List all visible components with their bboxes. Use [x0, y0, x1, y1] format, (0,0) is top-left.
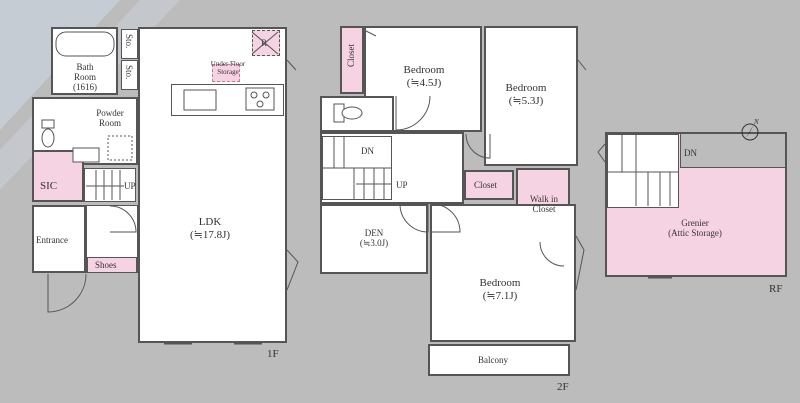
toilet-1F-icon — [41, 119, 55, 129]
bedroom-4-5-label: Bedroom (≒4.5J) — [403, 64, 445, 89]
closet-mid-label: Closet — [474, 180, 498, 190]
ldk-label: LDK (≒17.8J) — [189, 216, 231, 241]
floor-label-RF: RF — [769, 283, 783, 295]
bedroom-7-1 — [430, 204, 576, 342]
stair-1F-icon — [86, 170, 124, 200]
underfloor-storage-box — [212, 64, 240, 82]
compass-icon — [741, 123, 759, 141]
bedroom-5-3 — [484, 26, 578, 166]
powder-room-label: Powder Room — [96, 108, 124, 128]
sic-label: SIC — [40, 180, 58, 192]
balcony — [428, 344, 570, 376]
sic-room — [32, 150, 84, 202]
kitchen-sink-icon — [183, 89, 217, 111]
floor-label-1F: 1F — [267, 348, 279, 360]
up-label-2F: UP — [396, 180, 408, 190]
shoes-label: Shoes — [95, 260, 117, 270]
bedroom-7-1-label: Bedroom (≒7.1J) — [479, 277, 521, 302]
storage-2 — [121, 60, 138, 90]
bathtub-icon — [55, 31, 115, 57]
entrance-room — [32, 205, 86, 273]
walk-in-closet-label: Walk in Closet — [529, 194, 559, 214]
stair-RF — [607, 134, 679, 208]
entrance-door-icon — [47, 273, 87, 313]
up-label-1F: UP — [124, 181, 136, 191]
closet-mid — [464, 170, 514, 200]
entrance-label: Entrance — [36, 235, 68, 245]
closet-left — [340, 26, 364, 94]
bath-room-label: Bath Room (1616) — [73, 62, 97, 92]
compass: N — [740, 118, 764, 142]
grenier-label: Grenier (Attic Storage) — [668, 218, 722, 238]
ldk-room — [138, 27, 287, 343]
stair-RF-icon — [607, 134, 679, 206]
sink-1F-icon — [72, 147, 100, 163]
dn-label-RF: DN — [684, 148, 697, 158]
fridge-label: R — [261, 38, 268, 48]
stove-icon — [245, 87, 275, 111]
dn-label-2F: DN — [361, 146, 374, 156]
entrance-inner-door-icon — [109, 205, 137, 233]
washer-box — [107, 135, 133, 161]
den-room — [320, 204, 428, 274]
balcony-label: Balcony — [478, 355, 508, 365]
grenier-notch — [680, 134, 785, 168]
stair-2F-icon — [322, 136, 392, 200]
storage-1 — [121, 29, 138, 59]
shoes-closet — [87, 257, 137, 273]
storage-1-label: Sto. — [124, 34, 134, 49]
den-label: DEN (≒3.0J) — [359, 228, 389, 248]
storage-2-label: Sto. — [124, 65, 134, 80]
bedroom-5-3-label: Bedroom (≒5.3J) — [505, 82, 547, 107]
floor-label-2F: 2F — [557, 381, 569, 393]
compass-north-label: N — [754, 118, 759, 126]
stair-1F — [84, 168, 136, 202]
underfloor-storage-label: Under Floor Storage — [210, 60, 246, 76]
